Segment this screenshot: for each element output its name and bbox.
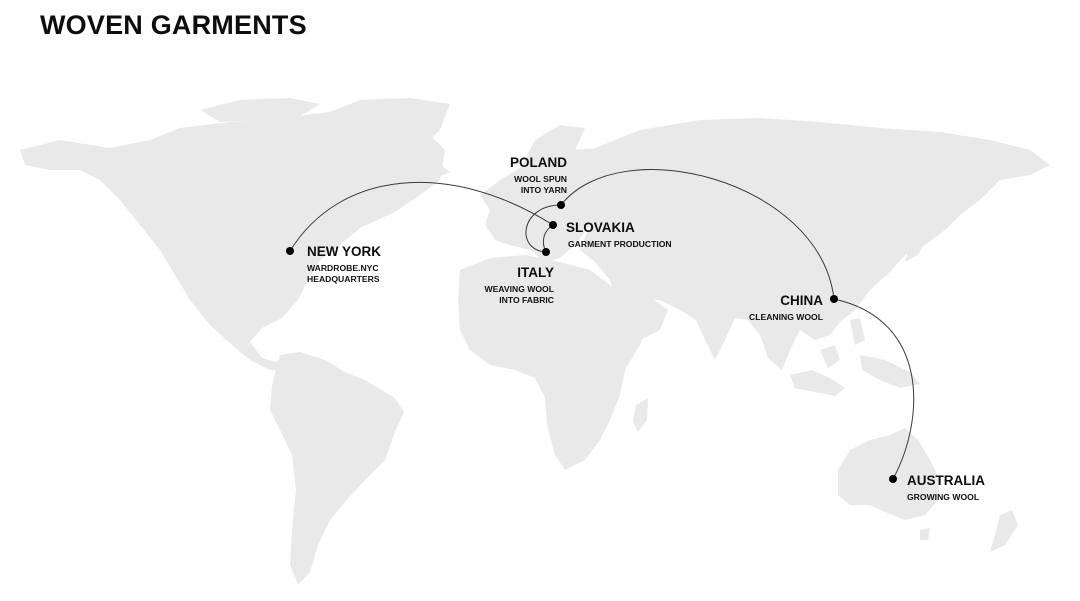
location-name: ITALY (517, 265, 554, 280)
location-name: NEW YORK (307, 244, 382, 259)
label-china: CHINA CLEANING WOOL (740, 294, 823, 323)
label-slovakia: SLOVAKIA GARMENT PRODUCTION (566, 221, 672, 250)
location-name: POLAND (510, 155, 567, 170)
route-slovakia-newyork (289, 181, 554, 252)
location-desc: WARDROBE.NYC HEADQUARTERS (307, 263, 381, 285)
location-name: AUSTRALIA (907, 473, 985, 488)
desc-line: INTO FABRIC (499, 294, 554, 305)
desc-line: INTO YARN (520, 184, 567, 195)
label-poland: POLAND WOOL SPUN INTO YARN (480, 156, 567, 196)
marker-china[interactable] (830, 295, 838, 303)
page-title: WOVEN GARMENTS (40, 10, 307, 40)
route-poland-italy (525, 204, 562, 253)
marker-australia[interactable] (889, 475, 897, 483)
route-lines (289, 169, 915, 480)
marker-italy[interactable] (542, 248, 550, 256)
location-desc: CLEANING WOOL (749, 311, 823, 322)
location-markers (286, 201, 897, 483)
location-desc: GROWING WOOL (907, 491, 980, 502)
label-italy: ITALY WEAVING WOOL INTO FABRIC (470, 266, 554, 306)
marker-poland[interactable] (557, 201, 565, 209)
desc-line: HEADQUARTERS (307, 273, 380, 284)
landmass (20, 98, 1050, 585)
marker-slovakia[interactable] (549, 221, 557, 229)
desc-line: WOOL SPUN (514, 173, 567, 184)
route-china-poland (560, 169, 835, 300)
desc-line: WARDROBE.NYC (307, 262, 379, 273)
marker-new-york[interactable] (286, 247, 294, 255)
location-name: SLOVAKIA (566, 220, 635, 235)
location-desc: WOOL SPUN INTO YARN (480, 174, 567, 196)
location-desc: WEAVING WOOL INTO FABRIC (470, 284, 554, 306)
route-australia-china (833, 298, 915, 480)
location-name: CHINA (780, 293, 823, 308)
desc-line: WEAVING WOOL (484, 283, 554, 294)
location-desc: GARMENT PRODUCTION (568, 238, 672, 249)
label-australia: AUSTRALIA GROWING WOOL (907, 474, 985, 503)
label-new-york: NEW YORK WARDROBE.NYC HEADQUARTERS (307, 245, 381, 285)
